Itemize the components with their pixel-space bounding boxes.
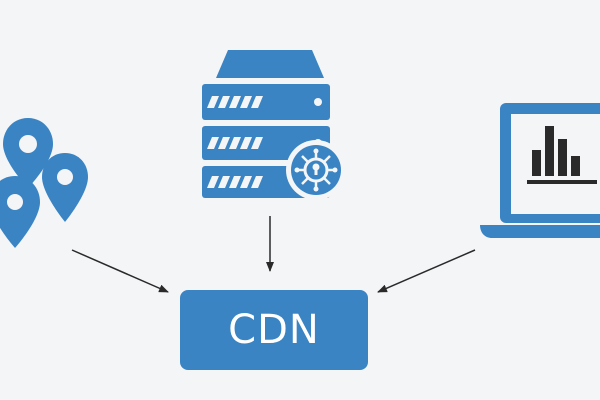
cdn-label: CDN <box>228 307 320 353</box>
status-light-icon <box>314 98 322 106</box>
security-lock-icon <box>286 140 346 200</box>
location-pin-icon <box>42 153 88 222</box>
arrow-laptop-to-cdn <box>377 249 476 293</box>
laptop-analytics-icon <box>480 103 600 238</box>
arrow-pins-to-cdn <box>71 249 169 293</box>
secure-server-icon <box>202 50 346 200</box>
server-unit-icon <box>202 84 330 120</box>
laptop-base-icon <box>480 225 600 238</box>
location-pin-icon <box>3 118 53 188</box>
location-pin-icon <box>0 176 40 248</box>
bar-chart-icon <box>527 126 597 184</box>
cdn-node: CDN <box>180 290 368 370</box>
server-top-icon <box>216 50 324 78</box>
location-pins-icon <box>0 118 88 248</box>
